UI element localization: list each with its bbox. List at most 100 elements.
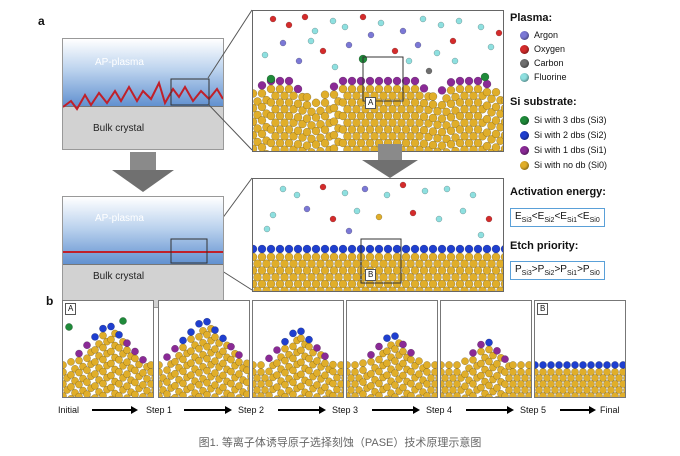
si-atom (280, 132, 289, 141)
si-atom (123, 382, 131, 391)
si-atom (356, 111, 366, 121)
si-atom (203, 342, 211, 351)
si-atom (464, 266, 474, 275)
si-atom (253, 266, 258, 275)
si-atom (406, 118, 415, 127)
gas-atom (383, 191, 391, 199)
si-atom (435, 374, 437, 382)
si-atom (464, 252, 474, 262)
si-atom (451, 273, 460, 282)
si2-atom (428, 244, 438, 254)
si-atom (485, 393, 493, 397)
si-atom (423, 380, 431, 388)
gas-atom (345, 41, 353, 49)
si-atom (401, 125, 411, 134)
si-atom (453, 392, 461, 397)
si-atom (171, 381, 179, 390)
si-atom (419, 252, 429, 262)
si-atom (347, 125, 357, 134)
si-atom (227, 367, 235, 376)
si-atom (455, 138, 465, 148)
si-atom (313, 393, 321, 397)
si-atom (275, 279, 285, 289)
gas-atom (261, 51, 269, 59)
si-atom (370, 118, 379, 127)
surface-atom (500, 96, 503, 105)
si-atom (501, 392, 509, 397)
si-atom (325, 273, 334, 282)
si-atom (352, 105, 361, 114)
argon-icon (520, 30, 529, 40)
si-atom (392, 266, 402, 275)
si-atom (623, 374, 625, 382)
gas-atom (435, 215, 443, 223)
si-atom (487, 121, 496, 131)
si-atom (235, 370, 243, 378)
si-atom (307, 259, 316, 268)
si-atom (263, 149, 270, 151)
si-atom (266, 138, 276, 148)
si-atom (280, 118, 289, 127)
si-atom (325, 286, 334, 291)
si-atom (567, 374, 575, 382)
surface-atom (91, 333, 99, 341)
si-atom (359, 378, 367, 387)
si-atom (115, 391, 123, 397)
si-atom (437, 127, 447, 137)
surface-atom (415, 357, 423, 365)
si-atom (275, 138, 285, 148)
si-atom (302, 127, 312, 137)
si2-atom (482, 244, 492, 254)
si-atom (442, 259, 451, 268)
si-atom (195, 344, 203, 353)
process-arrow-left (112, 152, 174, 192)
si-atom (329, 144, 339, 151)
si-atom (551, 374, 559, 382)
si-atom (535, 380, 539, 388)
si-atom (203, 330, 211, 339)
surface-atom (563, 361, 571, 369)
si-atom (407, 391, 415, 397)
si-atom (397, 118, 406, 127)
si-atom (253, 386, 261, 394)
si-atom (437, 279, 447, 289)
si-atom (615, 374, 623, 382)
gas-atom (269, 15, 277, 23)
si2-icon (520, 130, 529, 140)
si-atom (374, 125, 384, 134)
si-atom (159, 380, 163, 388)
gas-atom (425, 67, 433, 75)
si-atom (583, 386, 591, 394)
si-atom (271, 286, 280, 291)
si-atom (491, 252, 501, 262)
si-atom (187, 359, 195, 367)
si-atom (247, 385, 249, 392)
si-atom (485, 381, 493, 390)
gas-atom (361, 185, 369, 193)
si2-atom (320, 244, 330, 254)
gas-atom (391, 47, 399, 55)
surface-atom (485, 338, 493, 347)
inset-tag-b: B (537, 303, 549, 315)
si-atom (379, 286, 388, 291)
si-atom (419, 112, 429, 121)
si-atom (460, 118, 469, 127)
si-atom (487, 286, 496, 291)
si-atom (563, 380, 571, 388)
si-atom (473, 98, 483, 107)
si-atom (525, 368, 531, 376)
surface-atom (535, 361, 539, 369)
si-atom (365, 125, 375, 134)
si2-atom (275, 244, 285, 254)
si-atom (356, 84, 366, 94)
si-atom (261, 386, 269, 394)
surface-atom (273, 346, 281, 354)
si-atom (401, 252, 411, 262)
si-atom (367, 381, 375, 390)
si-atom (266, 252, 276, 262)
si-atom (159, 392, 163, 397)
si-atom (575, 386, 583, 394)
si-atom (352, 286, 361, 291)
si-atom (227, 379, 235, 388)
carbon-icon (520, 58, 529, 68)
